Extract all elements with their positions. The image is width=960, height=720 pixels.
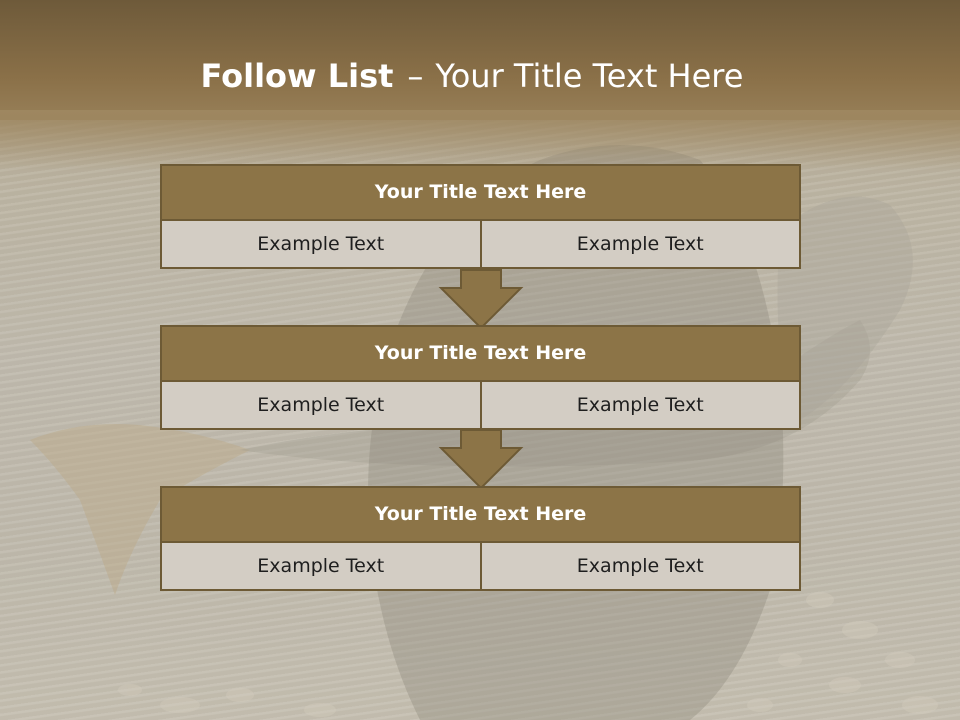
- block-1-row: Example Text Example Text: [160, 219, 801, 269]
- follow-block-1: Your Title Text Here Example Text Exampl…: [160, 164, 801, 269]
- down-arrow-icon: [438, 269, 524, 330]
- block-1-cell-right: Example Text: [479, 219, 801, 269]
- block-3-header: Your Title Text Here: [160, 486, 801, 543]
- block-3-row: Example Text Example Text: [160, 541, 801, 591]
- slide-title-rest: Your Title Text Here: [435, 57, 744, 95]
- block-2-header: Your Title Text Here: [160, 325, 801, 382]
- down-arrow-icon: [438, 429, 524, 490]
- block-2-row: Example Text Example Text: [160, 380, 801, 430]
- follow-block-3: Your Title Text Here Example Text Exampl…: [160, 486, 801, 591]
- slide-title: Follow List–Your Title Text Here: [0, 56, 944, 96]
- slide-title-dash: –: [407, 57, 424, 95]
- slide-title-bold: Follow List: [200, 57, 394, 95]
- follow-block-2: Your Title Text Here Example Text Exampl…: [160, 325, 801, 430]
- block-1-cell-left: Example Text: [160, 219, 482, 269]
- block-1-header: Your Title Text Here: [160, 164, 801, 221]
- block-2-cell-right: Example Text: [479, 380, 801, 430]
- block-2-cell-left: Example Text: [160, 380, 482, 430]
- background-fade: [0, 110, 960, 170]
- block-3-cell-right: Example Text: [479, 541, 801, 591]
- block-3-cell-left: Example Text: [160, 541, 482, 591]
